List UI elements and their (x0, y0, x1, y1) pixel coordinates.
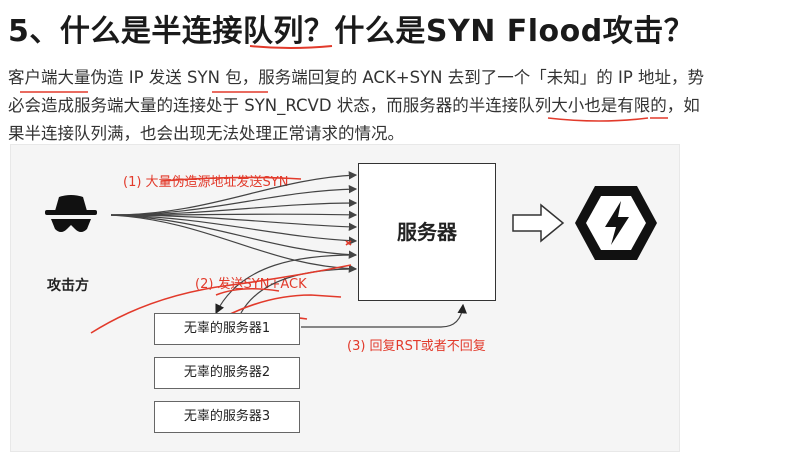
step3-label: (3) 回复RST或者不回复 (347, 339, 486, 354)
lightning-hexagon-icon (575, 186, 657, 260)
innocent-server-1: 无辜的服务器1 (154, 313, 300, 345)
innocent-server-3: 无辜的服务器3 (154, 401, 300, 433)
description-paragraph: 客户端大量伪造 IP 发送 SYN 包，服务端回复的 ACK+SYN 去到了一个… (8, 64, 792, 148)
hollow-arrow-icon (512, 203, 565, 243)
syn-flood-diagram: 攻击方 (1) 大量伪造源地址发送SYN (2) 发送SYN+ACK (3) 回… (10, 144, 680, 452)
paragraph-line-1: 客户端大量伪造 IP 发送 SYN 包，服务端回复的 ACK+SYN 去到了一个… (8, 68, 705, 87)
paragraph-line-3: 果半连接队列满，也会出现无法处理正常请求的情况。 (8, 124, 404, 143)
innocent-server-2: 无辜的服务器2 (154, 357, 300, 389)
server-label: 服务器 (397, 220, 457, 244)
server-box: 服务器 (358, 163, 496, 301)
page-title: 5、什么是半连接队列？什么是SYN Flood攻击？ (8, 14, 695, 49)
step1-label: (1) 大量伪造源地址发送SYN (123, 175, 289, 190)
paragraph-line-2: 必会造成服务端大量的连接处于 SYN_RCVD 状态，而服务器的半连接队列大小也… (8, 96, 700, 115)
spy-icon (45, 195, 97, 232)
attacker-label: 攻击方 (47, 278, 89, 294)
